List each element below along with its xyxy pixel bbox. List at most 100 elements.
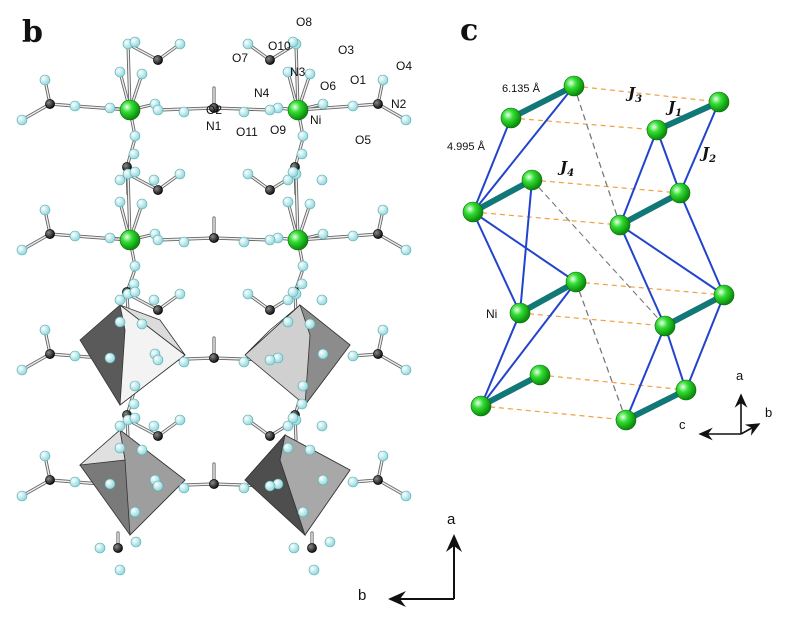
oxygen-atom (316, 420, 328, 432)
oxygen-atom (69, 476, 81, 488)
nitrogen-atom (153, 305, 163, 315)
j3-bond (510, 117, 658, 131)
ni-atom (713, 284, 735, 306)
oxygen-atom (347, 476, 359, 488)
oxygen-atom (114, 316, 126, 328)
oxygen-atom (130, 536, 142, 548)
nitrogen-atom (373, 99, 383, 109)
nitrogen-atom (265, 305, 275, 315)
oxygen-atom (324, 536, 336, 548)
ni-atom (654, 315, 676, 337)
ni-atom (708, 91, 730, 113)
ni-atom (119, 229, 141, 251)
oxygen-atom (282, 316, 294, 328)
j1-dimer (618, 190, 682, 228)
oxygen-atom (104, 478, 116, 490)
coupling-label-j4: J4 (557, 158, 574, 179)
axis-a-label: a (736, 368, 744, 383)
ni-atom (565, 271, 587, 293)
ni-atom (609, 214, 631, 236)
axis-b-label: b (358, 587, 366, 604)
oxygen-atom (129, 286, 141, 298)
bond-highlight (295, 173, 299, 241)
ni-atom (521, 169, 543, 191)
oxygen-atom (129, 412, 141, 424)
oxygen-atom (377, 74, 389, 86)
j2-chain-bond (619, 224, 666, 327)
oxygen-atom (104, 352, 116, 364)
oxygen-atom (178, 236, 190, 248)
axes-indicator-c: a c b (679, 368, 772, 441)
oxygen-atom (304, 68, 316, 80)
oxygen-atom (377, 324, 389, 336)
j3-bond (575, 281, 725, 296)
oxygen-atom (128, 398, 140, 410)
oxygen-atom (288, 542, 300, 554)
panel-c-label: c (460, 13, 478, 48)
oxygen-atom (296, 148, 308, 160)
j3-bond (539, 374, 687, 391)
oxygen-atom (297, 260, 309, 272)
axis-b-arrow (740, 423, 761, 436)
nitrogen-atom (265, 185, 275, 195)
j1-dimer (479, 372, 542, 409)
j3-bond (472, 211, 621, 226)
j2-chain-bond (679, 192, 725, 296)
atom-label-o8: O8 (296, 15, 312, 29)
oxygen-atom (136, 318, 148, 330)
nitrogen-atom (45, 349, 55, 359)
oxygen-atom (316, 294, 328, 306)
j2-chain-bond (619, 224, 725, 296)
bond-highlight (295, 43, 299, 111)
oxygen-atom (114, 564, 126, 576)
oxygen-atom (400, 114, 412, 126)
atom-label-o2: O2 (206, 103, 222, 117)
oxygen-atom (178, 106, 190, 118)
nitrogen-atom (209, 233, 219, 243)
nitrogen-atom (373, 349, 383, 359)
oxygen-atom (317, 98, 329, 110)
oxygen-atom (39, 204, 51, 216)
polyhedron-face (119, 304, 186, 356)
oxygen-atom (297, 130, 309, 142)
oxygen-atom (377, 450, 389, 462)
oxygen-atom (304, 318, 316, 330)
panel-b-label: b (22, 15, 43, 50)
oxygen-atom (136, 198, 148, 210)
atom-label-o5: O5 (355, 133, 371, 147)
oxygen-atom (152, 354, 164, 366)
ni-atom (646, 119, 668, 141)
j2-chain-bond (472, 117, 512, 213)
oxygen-atom (39, 324, 51, 336)
oxygen-atom (136, 68, 148, 80)
atom-label-n4: N4 (254, 86, 270, 100)
j2-chain-bond (679, 101, 720, 194)
oxygen-atom (264, 480, 276, 492)
ni-atom (500, 107, 522, 129)
j2-chain-bond (480, 281, 577, 407)
oxygen-atom (69, 100, 81, 112)
oxygen-atom (129, 380, 141, 392)
oxygen-atom (114, 420, 126, 432)
bond-highlight (127, 43, 131, 111)
j2-chain-bond (664, 325, 687, 391)
ni-atoms (462, 75, 735, 431)
nitrogen-atom (209, 353, 219, 363)
j2-chain-bond (619, 129, 658, 226)
oxygen-atom (238, 236, 250, 248)
ni-atom (563, 75, 585, 97)
bond-highlight (377, 103, 407, 121)
nitrogen-atom (209, 479, 219, 489)
oxygen-atom (282, 420, 294, 432)
oxygen-atom (264, 234, 276, 246)
oxygen-atom (104, 102, 116, 114)
ni-atom (669, 182, 691, 204)
j3-bond (573, 85, 720, 103)
atom-label-o4: O4 (396, 59, 412, 73)
bond-highlight (21, 233, 51, 251)
panel-b: b O8 O10 O3 O7 N3 O6 O1 O4 N4 N2 O2 Ni N… (16, 15, 462, 607)
oxygen-atom (39, 450, 51, 462)
oxygen-atom (16, 244, 28, 256)
j2-chain-bond (472, 211, 577, 283)
oxygen-atom (178, 356, 190, 368)
